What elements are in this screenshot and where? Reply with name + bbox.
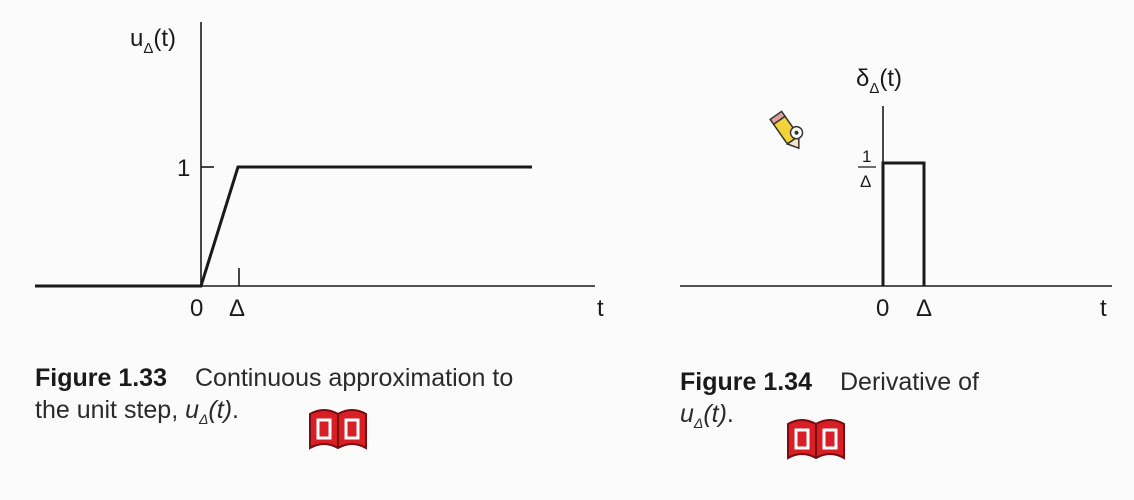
caption-right-end: . (726, 400, 734, 428)
caption-right-text1: Derivative of (840, 368, 979, 396)
left-y-axis-label: uΔ(t) (130, 25, 176, 57)
right-y-axis-label: δΔ(t) (856, 65, 902, 97)
left-y-tick-label: 1 (177, 155, 190, 182)
caption-left-text1: Continuous approximation to (195, 364, 514, 392)
figure-right-plot: δΔ(t) 1 Δ 0 Δ t (680, 65, 1112, 322)
right-pulse-curve (881, 161, 926, 286)
right-y-tick-numerator: 1 (862, 147, 871, 166)
caption-left-line1: Figure 1.33 Continuous approximation to (35, 362, 635, 394)
figure-left-plot: uΔ(t) 1 0 Δ t (35, 22, 604, 322)
caption-left-line2: the unit step, uΔ(t). (35, 394, 635, 435)
caption-right-number: Figure 1.34 (680, 368, 812, 396)
right-x-axis-label: t (1100, 295, 1107, 322)
caption-left-number: Figure 1.33 (35, 364, 167, 392)
right-x-tick-zero: 0 (876, 295, 889, 322)
left-x-axis-label: t (597, 295, 604, 322)
caption-left-end: . (232, 396, 239, 424)
left-x-tick-zero: 0 (190, 295, 203, 322)
right-y-tick-denominator: Δ (860, 172, 871, 191)
left-x-tick-delta-label: Δ (229, 295, 245, 322)
caption-left-math: uΔ(t) (185, 396, 233, 427)
pencil-cursor-icon (769, 110, 804, 150)
caption-right-line1: Figure 1.34 Derivative of (680, 366, 1120, 398)
book-icon[interactable] (306, 404, 370, 454)
left-ramp-curve (35, 165, 532, 288)
book-icon[interactable] (784, 414, 848, 464)
caption-figure-1-33: Figure 1.33 Continuous approximation to t… (35, 362, 635, 435)
caption-right-line2: uΔ(t). (680, 398, 1120, 439)
caption-left-text2: the unit step, (35, 396, 179, 424)
caption-figure-1-34: Figure 1.34 Derivative of uΔ(t). (680, 366, 1120, 439)
right-x-tick-delta-label: Δ (916, 295, 932, 322)
caption-right-math: uΔ(t) (680, 400, 727, 431)
